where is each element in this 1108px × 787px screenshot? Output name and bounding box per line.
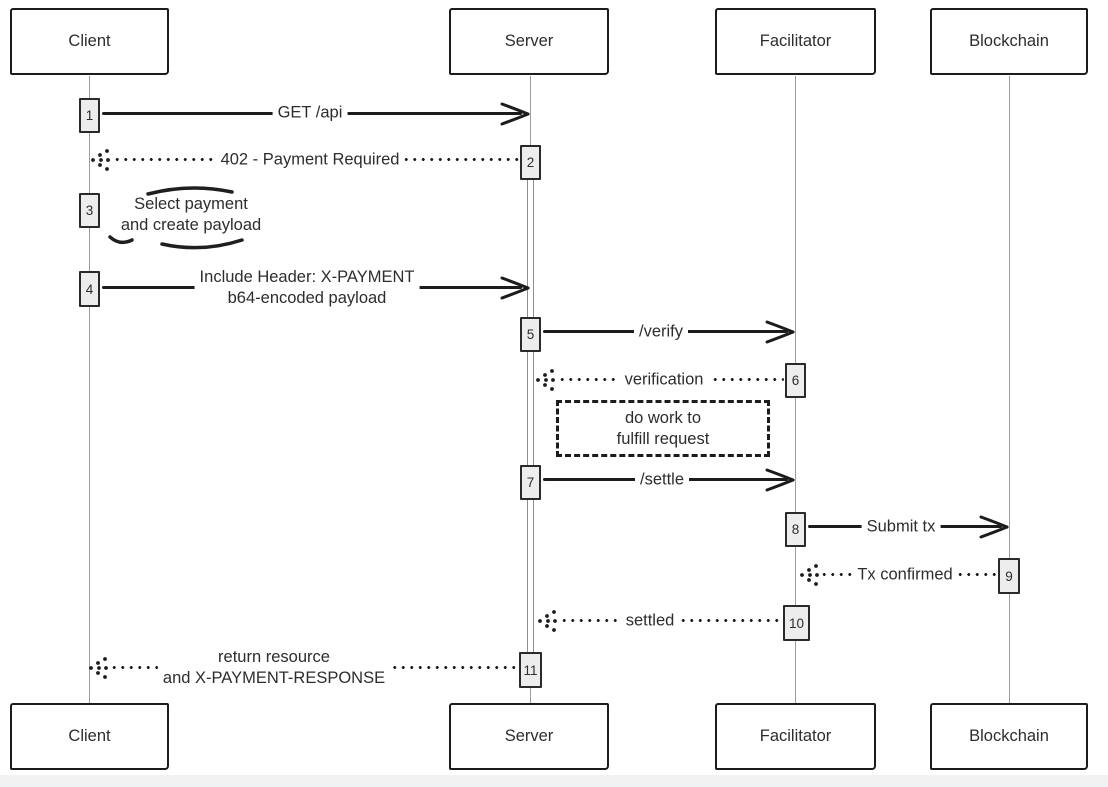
actor-label: Blockchain [969,727,1049,745]
dotted-arrow-left-icon [538,610,557,632]
arrow-right-icon [765,320,795,344]
step-number: 1 [85,108,94,123]
step-number: 10 [788,615,805,631]
self-loop-stroke-icon [108,186,244,250]
step-number: 9 [1005,568,1013,584]
message-label-tx-confirmed: Tx confirmed [852,564,958,586]
activation-box-9: 9 [998,558,1020,594]
arrow-right-icon [500,276,530,300]
message-label-return-resource: return resource and X-PAYMENT-RESPONSE [157,647,391,689]
actor-label: Blockchain [969,32,1049,50]
message-label-select-payment: Select payment and create payload [116,194,266,236]
actor-label: Client [68,32,111,50]
note-line-2: fulfill request [616,429,710,448]
arrow-right-icon [500,102,530,126]
activation-box-11: 11 [519,652,542,688]
dotted-arrow-left-icon [800,564,819,586]
label-line-1: return resource [218,648,330,666]
activation-box-8: 8 [785,512,806,547]
dotted-arrow-left-icon [91,149,110,171]
actor-top-blockchain: Blockchain [930,8,1088,75]
actor-label: Server [504,727,554,745]
lifeline-blockchain [1009,76,1011,704]
actor-label: Server [504,32,554,50]
message-label-get-api: GET /api [272,102,348,124]
activation-box-2: 2 [520,145,541,180]
step-number: 7 [526,475,535,490]
actor-bottom-client: Client [10,703,169,770]
step-number: 4 [85,281,94,297]
actor-label: Facilitator [759,32,832,50]
server-activation-bar [527,150,534,682]
step-number: 6 [791,373,800,388]
message-label-submit-tx: Submit tx [861,516,941,538]
activation-box-3: 3 [79,193,100,228]
activation-box-4: 4 [79,271,100,307]
step-number: 2 [526,155,535,170]
activation-box-1: 1 [79,98,100,133]
note-do-work: do work to fulfill request [556,400,770,457]
message-label-payment-required: 402 - Payment Required [215,149,405,171]
footer-strip [0,775,1108,787]
actor-top-facilitator: Facilitator [715,8,876,75]
dotted-arrow-left-icon [89,657,108,679]
message-label-verification: verification [619,369,709,391]
actor-bottom-facilitator: Facilitator [715,703,876,770]
arrow-right-icon [765,468,795,492]
note-line-1: do work to [624,408,702,427]
actor-bottom-blockchain: Blockchain [930,703,1088,770]
step-number: 5 [526,327,535,342]
actor-label: Facilitator [759,727,832,745]
activation-box-7: 7 [520,465,541,500]
actor-label: Client [68,727,111,745]
label-line-1: Select payment [134,195,248,213]
actor-bottom-server: Server [449,703,609,770]
label-line-2: and create payload [120,216,262,234]
activation-box-10: 10 [783,605,810,641]
step-number: 8 [791,522,800,537]
label-line-2: b64-encoded payload [227,289,387,307]
message-label-x-payment-header: Include Header: X-PAYMENT b64-encoded pa… [194,267,420,309]
arrow-right-icon [979,515,1009,539]
step-number: 3 [85,203,94,218]
step-number: 11 [523,662,538,678]
lifeline-client [89,76,91,704]
message-label-settle: /settle [634,469,690,491]
message-label-settled: settled [620,610,680,632]
actor-top-client: Client [10,8,169,75]
activation-box-6: 6 [785,363,806,398]
activation-box-5: 5 [520,317,541,352]
message-label-verify: /verify [633,321,689,343]
label-line-2: and X-PAYMENT-RESPONSE [162,669,386,687]
label-line-1: Include Header: X-PAYMENT [199,268,415,286]
dotted-arrow-left-icon [536,369,555,391]
actor-top-server: Server [449,8,609,75]
